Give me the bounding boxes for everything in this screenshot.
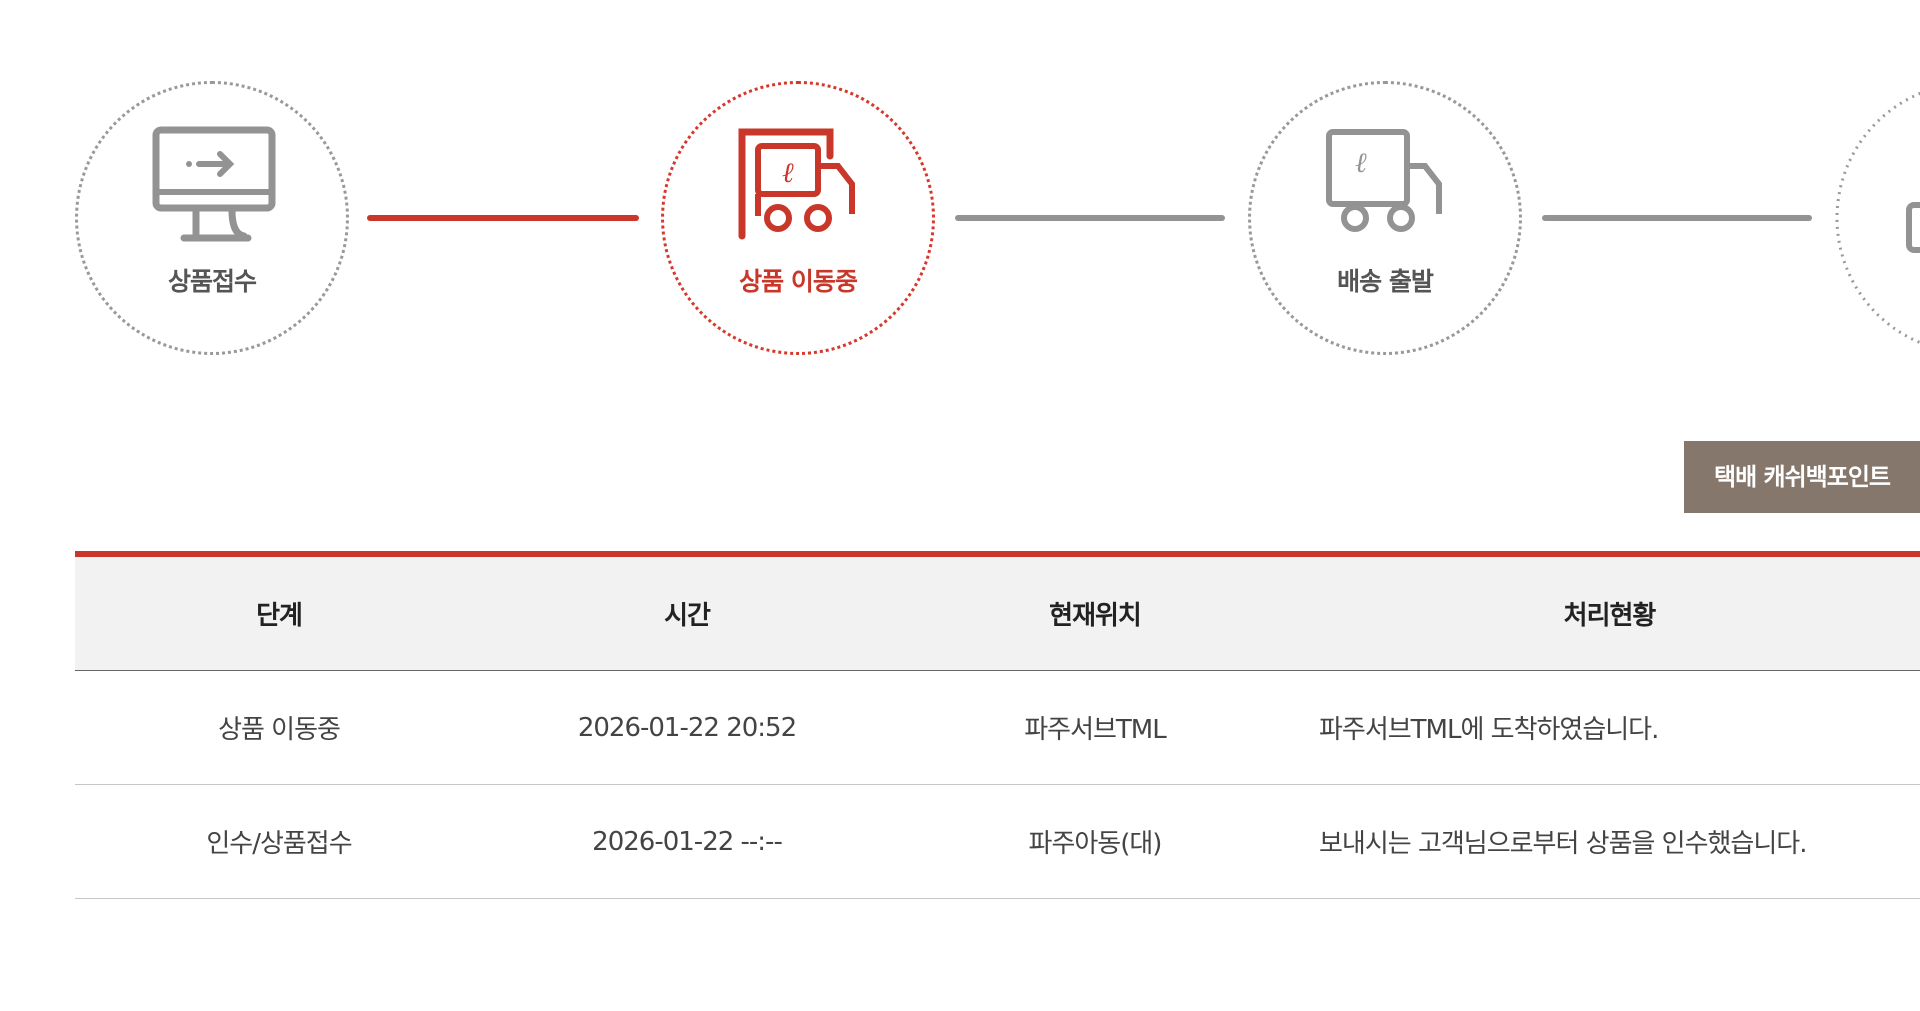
header-location: 현재위치	[1049, 601, 1142, 631]
cell-time: 2026-01-22 20:52	[577, 712, 797, 743]
truck-icon: ℓ	[738, 128, 855, 240]
table-row: 인수/상품접수 2026-01-22 --:-- 파주아동(대) 보내시는 고객…	[75, 785, 1920, 899]
step-connector	[1542, 215, 1812, 221]
step-label: 상품 이동중	[739, 267, 858, 296]
monitor-arrow-icon	[152, 126, 276, 242]
truck-icon: ℓ	[1326, 129, 1442, 232]
step-in-transit: ℓ 상품 이동중	[661, 81, 935, 355]
cell-step: 상품 이동중	[218, 715, 341, 745]
step-received: 상품접수	[75, 81, 349, 355]
step-label: 배송 출발	[1337, 267, 1434, 296]
table-row: 상품 이동중 2026-01-22 20:52 파주서브TML 파주서브TML에…	[75, 671, 1920, 785]
step-connector	[955, 215, 1225, 221]
step-icon	[1906, 202, 1920, 253]
step-out-for-delivery: ℓ 배송 출발	[1248, 81, 1522, 355]
cashback-point-button[interactable]: 택배 캐쉬백포인트	[1684, 441, 1920, 513]
cell-location: 파주서브TML	[1024, 715, 1166, 745]
cell-step: 인수/상품접수	[206, 829, 352, 859]
step-label: 상품접수	[167, 267, 257, 296]
header-status: 처리현황	[1563, 601, 1657, 631]
table-header: 단계 시간 현재위치 처리현황	[75, 557, 1920, 671]
tracking-table: 단계 시간 현재위치 처리현황 상품 이동중 2026-01-22 20:52 …	[75, 551, 1920, 899]
step-connector	[367, 215, 639, 221]
svg-text:ℓ: ℓ	[1355, 146, 1367, 179]
cell-status: 보내시는 고객님으로부터 상품을 인수했습니다.	[1319, 829, 1807, 859]
svg-text:ℓ: ℓ	[782, 156, 794, 189]
cell-location: 파주아동(대)	[1028, 829, 1163, 859]
cell-status: 파주서브TML에 도착하였습니다.	[1319, 715, 1659, 745]
step-delivered	[1835, 91, 1920, 345]
header-step: 단계	[256, 601, 303, 631]
cell-time: 2026-01-22 --:--	[592, 826, 783, 857]
header-time: 시간	[664, 601, 711, 631]
